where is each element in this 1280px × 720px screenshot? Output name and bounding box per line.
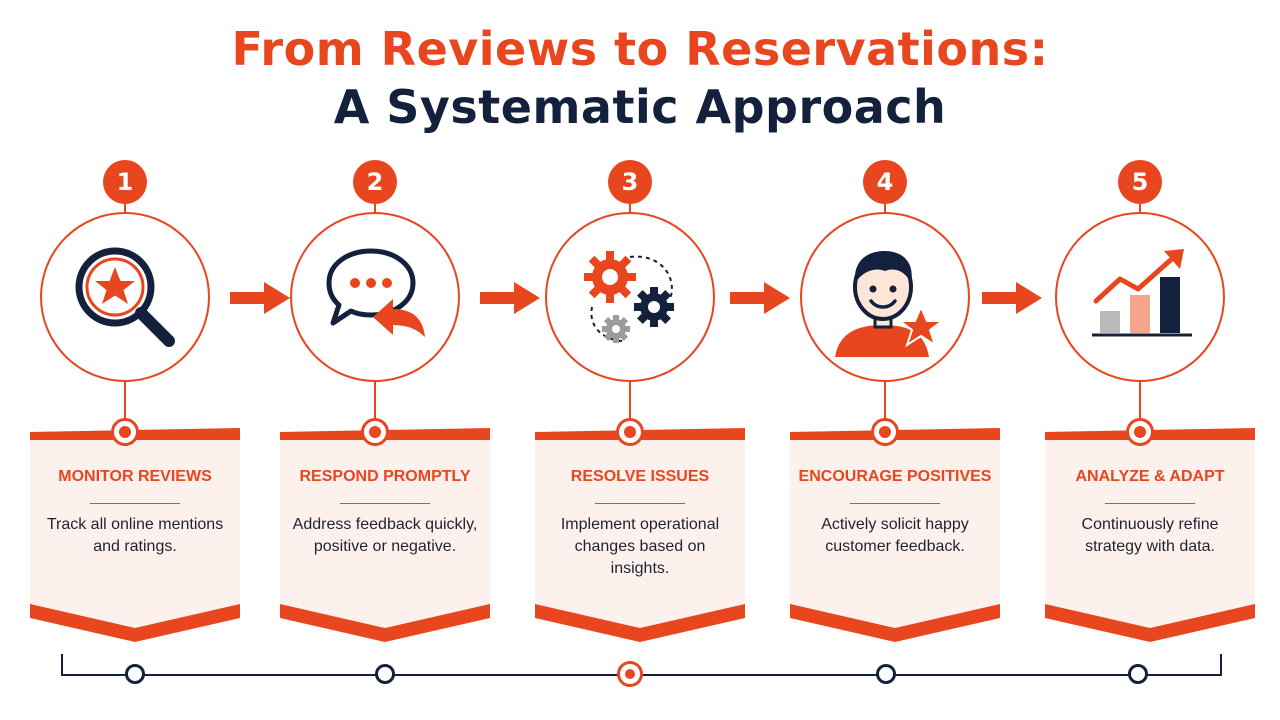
step-2: 2 RESPOND PROMPTLY Address feedback quic… bbox=[250, 0, 500, 720]
card-node bbox=[616, 418, 644, 446]
title-line-2: A Systematic Approach bbox=[333, 80, 947, 134]
chat-reply-icon bbox=[326, 248, 425, 337]
card-node bbox=[1126, 418, 1154, 446]
step-description: Address feedback quickly, positive or ne… bbox=[292, 516, 478, 555]
divider bbox=[90, 503, 180, 504]
step-description: Track all online mentions and ratings. bbox=[46, 516, 224, 555]
timeline-node-1 bbox=[125, 664, 145, 684]
card-node bbox=[871, 418, 899, 446]
step-icon-circle bbox=[1055, 212, 1225, 382]
step-5: 5 ANALYZE & ADAPT Continuously refine st… bbox=[1015, 0, 1265, 720]
step-icon-circle bbox=[800, 212, 970, 382]
step-4: 4 ENCOURAGE POSITIVES Actively solicit h… bbox=[760, 0, 1010, 720]
step-card: ANALYZE & ADAPT Continuously refine stra… bbox=[1045, 428, 1255, 642]
step-number-badge: 5 bbox=[1118, 160, 1162, 204]
card-connector bbox=[629, 382, 631, 426]
arrow-right-icon bbox=[230, 282, 290, 314]
card-connector bbox=[884, 382, 886, 426]
arrow-right-icon bbox=[982, 282, 1042, 314]
growth-chart-icon bbox=[1092, 249, 1192, 337]
step-title: RESPOND PROMPTLY bbox=[299, 468, 471, 485]
arrow-right-icon bbox=[480, 282, 540, 314]
divider bbox=[340, 503, 430, 504]
step-icon-circle bbox=[545, 212, 715, 382]
divider bbox=[1105, 503, 1195, 504]
divider bbox=[595, 503, 685, 504]
badge-connector bbox=[884, 204, 886, 214]
timeline-end-cap bbox=[1220, 654, 1222, 676]
step-number-badge: 4 bbox=[863, 160, 907, 204]
timeline-node-2 bbox=[375, 664, 395, 684]
timeline-start-cap bbox=[61, 654, 63, 676]
step-icon-circle bbox=[290, 212, 460, 382]
step-number-badge: 3 bbox=[608, 160, 652, 204]
step-number-badge: 1 bbox=[103, 160, 147, 204]
divider bbox=[850, 503, 940, 504]
step-1: 1 MONITOR REVIEWS Track all online menti… bbox=[0, 0, 250, 720]
step-title: RESOLVE ISSUES bbox=[570, 468, 710, 485]
step-description: Continuously refine strategy with data. bbox=[1081, 516, 1219, 555]
step-title: MONITOR REVIEWS bbox=[58, 468, 212, 485]
step-description: Actively solicit happy customer feedback… bbox=[821, 516, 969, 555]
gears-icon bbox=[584, 251, 674, 343]
card-connector bbox=[1139, 382, 1141, 426]
step-icon-circle bbox=[40, 212, 210, 382]
step-card: MONITOR REVIEWS Track all online mention… bbox=[30, 428, 240, 642]
magnifier-star-icon bbox=[75, 247, 175, 347]
step-3: 3 bbox=[505, 0, 755, 720]
timeline-node-5 bbox=[1128, 664, 1148, 684]
badge-connector bbox=[124, 204, 126, 214]
step-number-badge: 2 bbox=[353, 160, 397, 204]
happy-customer-star-icon bbox=[835, 251, 945, 357]
arrow-right-icon bbox=[730, 282, 790, 314]
timeline-node-3 bbox=[617, 661, 643, 687]
step-title: ENCOURAGE POSITIVES bbox=[798, 468, 992, 485]
step-description: Implement operational changes based on i… bbox=[560, 516, 720, 577]
card-connector bbox=[124, 382, 126, 426]
badge-connector bbox=[629, 204, 631, 214]
title-line-1: From Reviews to Reservations: bbox=[231, 22, 1049, 76]
card-node bbox=[361, 418, 389, 446]
step-card: RESPOND PROMPTLY Address feedback quickl… bbox=[280, 428, 490, 642]
card-connector bbox=[374, 382, 376, 426]
step-title: ANALYZE & ADAPT bbox=[1075, 468, 1225, 485]
step-card: RESOLVE ISSUES Implement operational cha… bbox=[535, 428, 745, 642]
badge-connector bbox=[374, 204, 376, 214]
badge-connector bbox=[1139, 204, 1141, 214]
step-card: ENCOURAGE POSITIVES Actively solicit hap… bbox=[790, 428, 1000, 642]
timeline-node-4 bbox=[876, 664, 896, 684]
card-node bbox=[111, 418, 139, 446]
